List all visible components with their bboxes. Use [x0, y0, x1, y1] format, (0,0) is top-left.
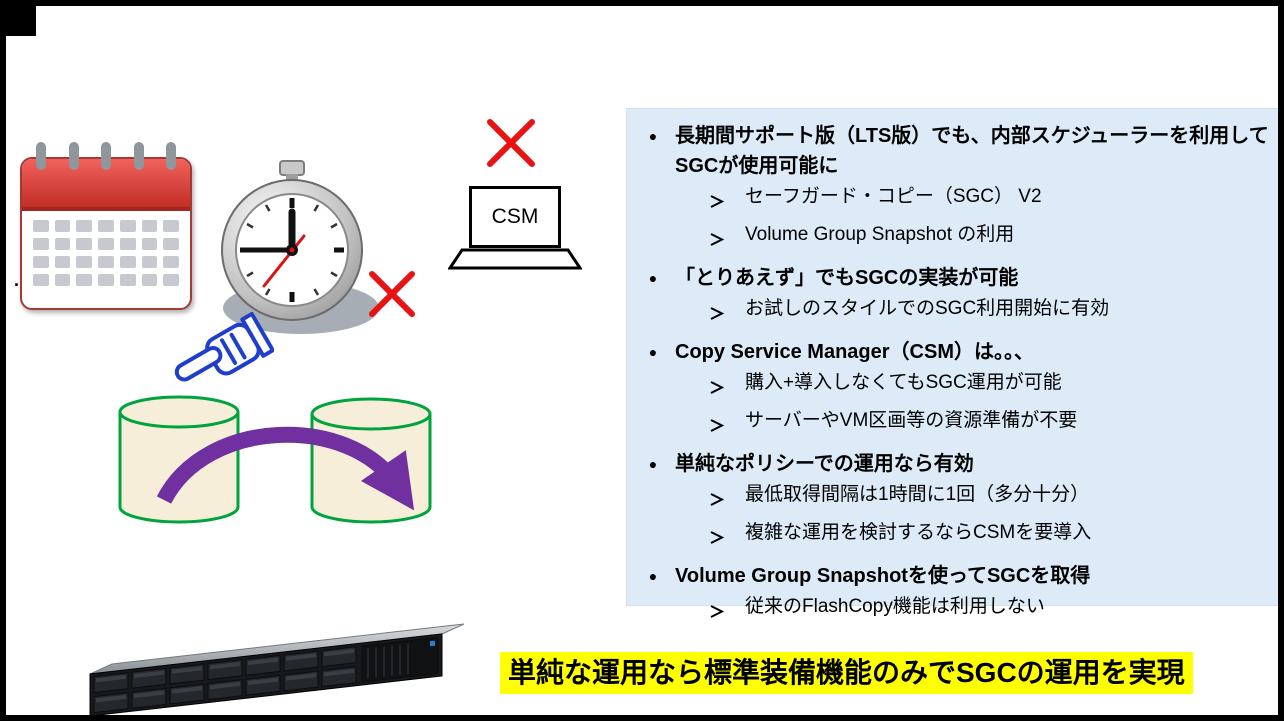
corner-mark	[6, 6, 36, 36]
calendar-cell	[33, 256, 49, 268]
pointing-hand-icon	[174, 311, 274, 382]
calendar-cell	[54, 274, 71, 286]
bullet-icon: ●	[648, 128, 658, 144]
red-x-clock-icon	[369, 271, 415, 317]
sub-item: セーフガード・コピー（SGC） V2	[639, 182, 1269, 219]
calendar-cell	[98, 256, 114, 268]
stray-period: .	[14, 270, 20, 290]
sub-bullet-arrow-icon	[709, 406, 731, 443]
sub-item: 購入+導入しなくてもSGC運用が可能	[639, 368, 1269, 405]
sub-bullet-arrow-icon	[709, 368, 731, 405]
calendar-ring	[68, 142, 79, 170]
bullet-label: 長期間サポート版（LTS版）でも、内部スケジューラーを利用してSGCが使用可能に	[675, 125, 1269, 177]
calendar-cell	[141, 238, 158, 250]
calendar-cell	[76, 238, 93, 250]
sub-item: 最低取得間隔は1時間に1回（多分十分）	[639, 480, 1269, 517]
calendar-rings	[36, 142, 176, 170]
sub-bullet-arrow-icon	[709, 182, 731, 219]
sub-label: お試しのスタイルでのSGC利用開始に有効	[745, 298, 1110, 319]
calendar-ring	[166, 142, 176, 170]
storage-server-graphic	[89, 623, 465, 715]
laptop-screen: CSM	[469, 186, 561, 248]
sub-bullet-arrow-icon	[709, 518, 731, 555]
bullet-item: ● 単純なポリシーでの運用なら有効	[639, 449, 1269, 479]
bullet-item: ● Copy Service Manager（CSM）は。。、	[639, 337, 1269, 367]
calendar-cell	[163, 220, 179, 232]
sub-bullet-arrow-icon	[709, 480, 731, 517]
bullet-icon: ●	[648, 568, 658, 584]
calendar-cell	[163, 238, 179, 250]
red-x-laptop-icon	[487, 119, 535, 167]
sub-bullet-arrow-icon	[709, 294, 731, 331]
sub-bullet-arrow-icon	[709, 220, 731, 257]
calendar-cell	[163, 274, 179, 286]
sub-label: 従来のFlashCopy機能は利用しない	[745, 596, 1045, 617]
source-volume-cylinder	[118, 395, 240, 524]
calendar-cell	[119, 220, 136, 232]
bullet-icon: ●	[648, 270, 658, 286]
calendar-cell	[98, 238, 114, 250]
calendar-cell	[141, 274, 158, 286]
calendar-cell	[76, 256, 93, 268]
clock-icon	[221, 160, 379, 334]
bullet-item: ● Volume Group Snapshotを使ってSGCを取得	[639, 561, 1269, 591]
calendar-ring	[133, 142, 144, 170]
calendar-cell	[163, 256, 179, 268]
bullet-label: 単純なポリシーでの運用なら有効	[675, 453, 974, 475]
calendar-icon	[20, 142, 192, 310]
sub-item: 従来のFlashCopy機能は利用しない	[639, 592, 1269, 629]
calendar-grid	[22, 211, 190, 295]
calendar-cell	[76, 220, 93, 232]
laptop-base	[448, 248, 582, 270]
sub-item: 複雑な運用を検討するならCSMを要導入	[639, 518, 1269, 555]
bullet-item: ● 「とりあえず」でもSGCの実装が可能	[639, 263, 1269, 293]
calendar-cell	[119, 238, 136, 250]
sub-label: 複雑な運用を検討するならCSMを要導入	[745, 522, 1092, 543]
calendar-cell	[54, 238, 71, 250]
calendar-cell	[54, 220, 71, 232]
calendar-cell	[33, 220, 49, 232]
bullet-label: 「とりあえず」でもSGCの実装が可能	[675, 267, 1019, 289]
volume-copy-diagram	[118, 395, 432, 524]
calendar-cell	[119, 274, 136, 286]
calendar-cell	[33, 274, 49, 286]
sub-label: 最低取得間隔は1時間に1回（多分十分）	[745, 484, 1090, 505]
bullet-label: Copy Service Manager（CSM）は。。、	[675, 341, 1034, 363]
bullet-item: ● 長期間サポート版（LTS版）でも、内部スケジューラーを利用してSGCが使用可…	[639, 121, 1269, 181]
bullet-icon: ●	[648, 456, 658, 472]
summary-banner: 単純な運用なら標準装備機能のみでSGCの運用を実現	[500, 652, 1193, 694]
sub-label: セーフガード・コピー（SGC） V2	[745, 186, 1042, 207]
calendar-cell	[141, 220, 158, 232]
calendar-ring	[101, 142, 111, 170]
sub-label: サーバーやVM区画等の資源準備が不要	[745, 410, 1078, 431]
bullet-label: Volume Group Snapshotを使ってSGCを取得	[675, 565, 1091, 587]
calendar-card	[20, 157, 192, 310]
calendar-ring	[36, 142, 46, 170]
sub-label: 購入+導入しなくてもSGC運用が可能	[745, 372, 1062, 393]
calendar-cell	[76, 274, 93, 286]
sub-item: Volume Group Snapshot の利用	[639, 220, 1269, 257]
sub-bullet-arrow-icon	[709, 592, 731, 629]
copy-arrow	[156, 426, 415, 511]
sub-label: Volume Group Snapshot の利用	[745, 224, 1015, 245]
calendar-cell	[33, 238, 49, 250]
calendar-cell	[98, 274, 114, 286]
calendar-cell	[141, 256, 158, 268]
sub-item: サーバーやVM区画等の資源準備が不要	[639, 406, 1269, 443]
bullet-icon: ●	[648, 344, 658, 360]
calendar-cell	[98, 220, 114, 232]
sub-item: お試しのスタイルでのSGC利用開始に有効	[639, 294, 1269, 331]
calendar-cell	[54, 256, 71, 268]
laptop-label: CSM	[491, 205, 539, 228]
calendar-cell	[119, 256, 136, 268]
info-panel: ● 長期間サポート版（LTS版）でも、内部スケジューラーを利用してSGCが使用可…	[626, 108, 1278, 618]
